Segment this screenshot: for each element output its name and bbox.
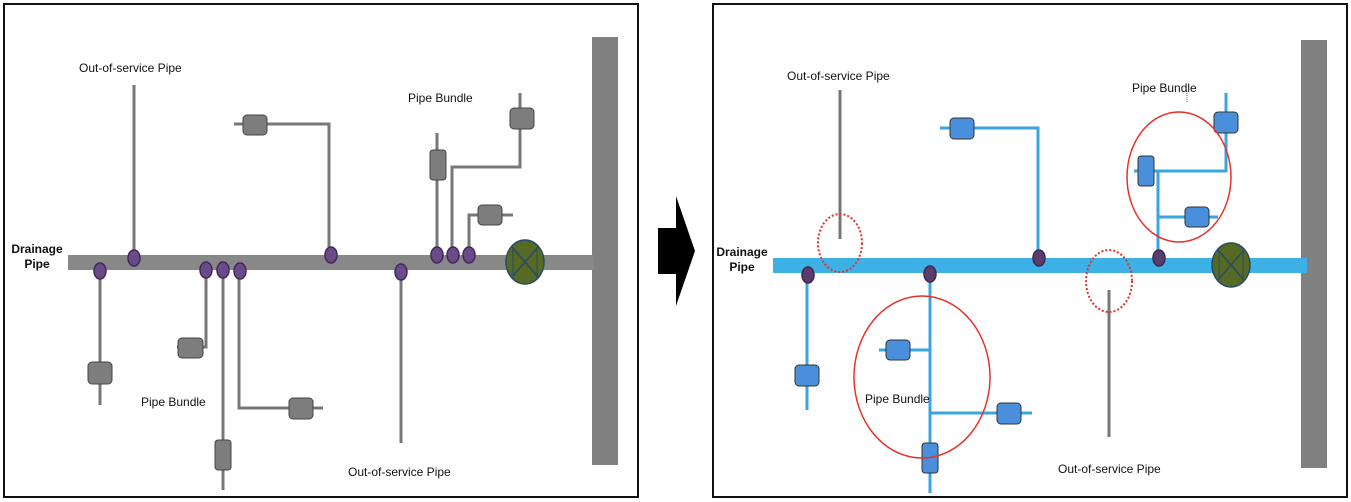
out-of-service-pipe-label: Out-of-service Pipe [787,69,890,83]
branch-pipe [234,122,331,255]
branch-pipe [940,126,1040,258]
fixture-box [429,149,447,181]
drainage-pipe-label: Drainage Pipe [11,242,63,271]
arrow-right-icon [658,196,695,306]
valve-icon [505,239,545,285]
pipe-bundle-highlight [1126,111,1232,243]
junction [394,263,408,281]
pipe-bundle-label: Pipe Bundle [1132,81,1197,95]
branch-pipe [237,270,323,410]
fixture-box [214,439,232,471]
junction [923,265,937,283]
fixture-box [509,107,535,130]
fixture-box [949,117,975,140]
fixture-box [1213,111,1239,134]
out-of-service-pipe-label: Out-of-service Pipe [348,465,451,479]
wall [592,37,618,465]
wall [1301,40,1327,468]
fixture-box [177,337,204,359]
fixture-box [1137,155,1155,187]
fixture-box [1184,206,1210,228]
junction [1152,249,1166,267]
fixture-box [794,364,820,387]
drainage-pipe-label: Drainage Pipe [716,245,768,274]
pipe-bundle-label: Pipe Bundle [408,91,473,105]
branch-pipe [450,93,522,255]
out-of-service-pipe-label: Out-of-service Pipe [79,61,182,75]
junction [233,262,247,280]
junction [462,246,476,264]
after-diagram [773,40,1327,493]
junction [324,246,338,264]
before-diagram-panel: Drainage Pipe Out-of-service Pipe Pipe B… [3,3,639,498]
junction [216,261,230,279]
before-diagram [68,37,618,490]
fixture-box [996,402,1022,425]
junction [93,262,107,280]
disconnect-highlight [817,213,863,273]
junction [199,261,213,279]
disconnect-highlight [1085,249,1133,313]
fixture-box [288,397,314,420]
out-of-service-pipe-label: Out-of-service Pipe [1058,462,1161,476]
after-diagram-panel: Drainage Pipe Out-of-service Pipe Pipe B… [712,3,1348,498]
branch-pipe [177,270,208,349]
junctions [93,246,476,281]
fixture-box [477,204,503,226]
pipe-bundle-label: Pipe Bundle [865,392,930,406]
junction [446,246,460,264]
fixture-box [885,339,911,361]
fixture-box [87,361,113,385]
valve-icon [1211,242,1251,288]
junction [1032,249,1046,267]
junction [430,246,444,264]
fixture-box [242,114,268,136]
junction [127,249,141,267]
pipe-bundle-label: Pipe Bundle [141,395,206,409]
junctions [801,249,1166,284]
junction [801,266,815,284]
pipe-bundle-highlight [853,295,991,459]
